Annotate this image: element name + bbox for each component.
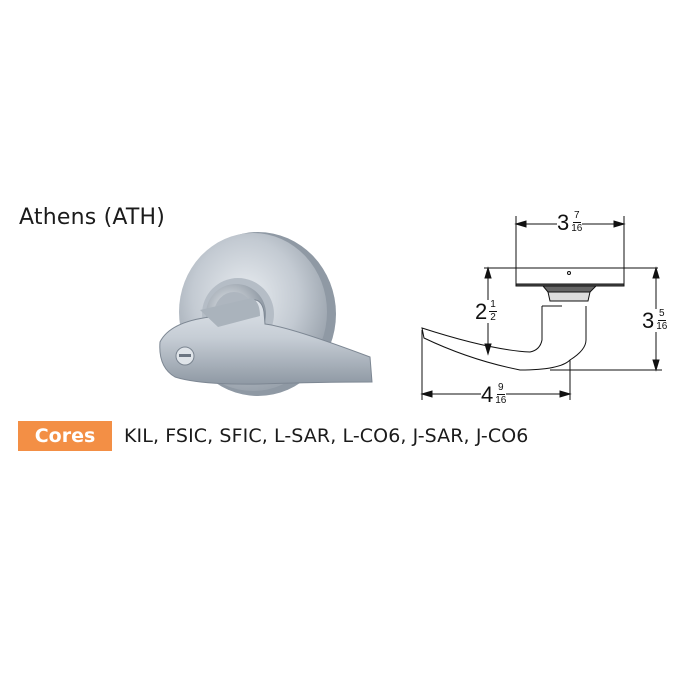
dim-den: 16	[571, 223, 583, 234]
dim-whole: 2	[475, 298, 488, 324]
cores-badge: Cores	[18, 421, 112, 451]
dim-num: 9	[497, 382, 505, 395]
dim-den: 16	[656, 321, 668, 332]
cores-row: Cores KIL, FSIC, SFIC, L-SAR, L-CO6, J-S…	[18, 421, 528, 451]
dim-whole: 4	[481, 381, 494, 407]
dim-whole: 3	[642, 307, 655, 333]
dim-whole: 3	[557, 209, 570, 235]
cores-list: KIL, FSIC, SFIC, L-SAR, L-CO6, J-SAR, J-…	[124, 425, 529, 447]
dim-den: 16	[495, 395, 507, 406]
product-title: Athens (ATH)	[19, 205, 166, 230]
dim-num: 7	[573, 210, 581, 223]
dim-num: 5	[658, 308, 666, 321]
lever-lock-photo	[159, 232, 373, 396]
dim-num: 1	[489, 299, 497, 312]
dim-den: 2	[490, 312, 496, 323]
dimension-drawing	[420, 216, 662, 400]
